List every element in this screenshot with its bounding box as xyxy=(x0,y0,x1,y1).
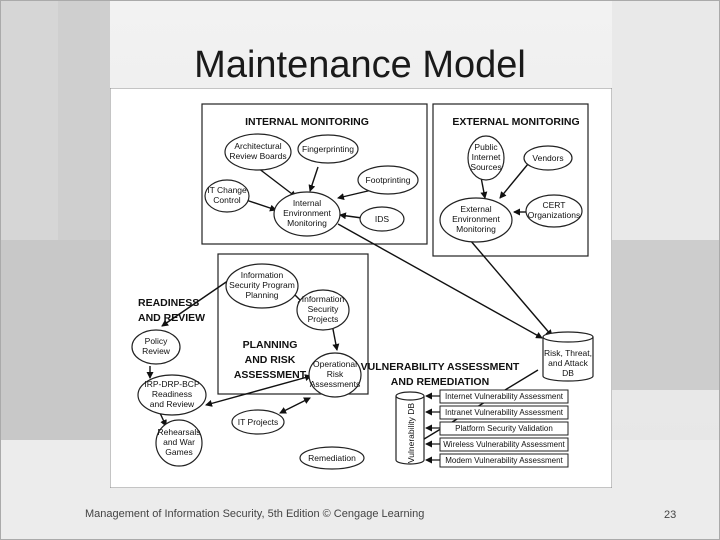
node-label: Sources xyxy=(470,162,501,172)
node-rehearsals: Rehearsals and War Games xyxy=(155,419,203,467)
node-label: IT Change xyxy=(207,185,247,195)
assessment-row: Modem Vulnerability Assessment xyxy=(425,453,569,468)
node-label: Fingerprinting xyxy=(302,144,354,154)
assessment-label: Wireless Vulnerability Assessment xyxy=(443,440,565,449)
node-label: Organizations xyxy=(528,210,580,220)
node-label: Environment xyxy=(452,214,500,224)
node-remediation: Remediation xyxy=(299,446,365,470)
connector-arrows xyxy=(146,163,553,459)
node-cert-organizations: CERT Organizations xyxy=(525,194,583,228)
assessment-row: Internet Vulnerability Assessment xyxy=(425,389,569,404)
planning-header-line: ASSESSMENT xyxy=(234,369,307,381)
node-infosec-projects: Information Security Projects xyxy=(296,289,350,331)
node-label: External xyxy=(460,204,491,214)
vulnerability-header-line: VULNERABILITY ASSESSMENT xyxy=(361,361,520,373)
node-label: Operational xyxy=(313,359,357,369)
db-label: DB xyxy=(562,368,574,378)
node-label: CERT xyxy=(543,200,566,210)
node-label: Monitoring xyxy=(287,218,327,228)
assessment-row: Platform Security Validation xyxy=(425,421,569,436)
node-label: Games xyxy=(165,447,192,457)
node-public-internet-sources: Public Internet Sources xyxy=(467,135,505,181)
node-ids: IDS xyxy=(359,206,405,232)
readiness-header-line: AND REVIEW xyxy=(138,312,205,324)
assessment-list: Internet Vulnerability Assessment Intran… xyxy=(425,389,569,468)
assessment-label: Platform Security Validation xyxy=(455,424,553,433)
node-architectural-review: Architectural Review Boards xyxy=(224,133,292,171)
node-label: Policy xyxy=(145,336,168,346)
planning-header-line: AND RISK xyxy=(245,354,296,366)
node-label: Review xyxy=(142,346,171,356)
node-label: Internet xyxy=(472,152,501,162)
node-label: Monitoring xyxy=(456,224,496,234)
node-it-change-control: IT Change Control xyxy=(204,179,250,213)
maintenance-model-diagram: INTERNAL MONITORING EXTERNAL MONITORING … xyxy=(110,88,612,488)
node-label: Vendors xyxy=(532,153,563,163)
node-label: IT Projects xyxy=(238,417,278,427)
internal-monitoring-header: INTERNAL MONITORING xyxy=(245,116,369,128)
node-infosec-program-planning: Information Security Program Planning xyxy=(225,263,299,309)
risk-threat-attack-db: Risk, Threat, and Attack DB xyxy=(542,331,594,382)
assessment-label: Intranet Vulnerability Assessment xyxy=(445,408,564,417)
node-it-projects: IT Projects xyxy=(231,409,285,435)
readiness-header: READINESS AND REVIEW xyxy=(138,297,205,324)
node-label: and War xyxy=(163,437,195,447)
node-label: Security Program xyxy=(229,280,295,290)
node-label: Review Boards xyxy=(229,151,286,161)
node-label: Footprinting xyxy=(366,175,411,185)
node-external-environment: External Environment Monitoring xyxy=(439,197,513,243)
node-internal-environment: Internal Environment Monitoring xyxy=(273,191,341,237)
node-label: Projects xyxy=(308,314,339,324)
node-policy-review: Policy Review xyxy=(131,329,181,365)
node-fingerprinting: Fingerprinting xyxy=(297,134,359,164)
assessment-label: Internet Vulnerability Assessment xyxy=(445,392,564,401)
db-label: Vulnerability DB xyxy=(406,403,416,463)
node-label: Risk xyxy=(327,369,344,379)
node-label: Public xyxy=(474,142,498,152)
page-number: 23 xyxy=(664,509,677,521)
vulnerability-header: VULNERABILITY ASSESSMENT AND REMEDIATION xyxy=(361,361,520,388)
assessment-row: Wireless Vulnerability Assessment xyxy=(425,437,569,452)
node-label: Remediation xyxy=(308,453,356,463)
node-label: Security xyxy=(308,304,339,314)
assessment-row: Intranet Vulnerability Assessment xyxy=(425,405,569,420)
node-label: Internal xyxy=(293,198,321,208)
slide-footer: Management of Information Security, 5th … xyxy=(85,508,425,520)
vulnerability-db: Vulnerability DB xyxy=(395,391,425,465)
planning-header-line: PLANNING xyxy=(243,339,298,351)
external-monitoring-header: EXTERNAL MONITORING xyxy=(452,116,579,128)
node-label: Control xyxy=(213,195,241,205)
node-vendors: Vendors xyxy=(523,145,573,171)
node-label: Assessments xyxy=(310,379,361,389)
node-operational-risk: Operational Risk Assessments xyxy=(308,352,362,398)
db-label: and Attack xyxy=(548,358,588,368)
vulnerability-header-line: AND REMEDIATION xyxy=(391,376,489,388)
node-label: Planning xyxy=(245,290,278,300)
node-label: and Review xyxy=(150,399,195,409)
slide-title: Maintenance Model xyxy=(194,44,526,86)
node-label: Readiness xyxy=(152,389,192,399)
node-footprinting: Footprinting xyxy=(357,165,419,195)
node-label: Information xyxy=(241,270,284,280)
assessment-label: Modem Vulnerability Assessment xyxy=(445,456,563,465)
node-label: Architectural xyxy=(234,141,281,151)
node-label: Information xyxy=(302,294,345,304)
node-label: Environment xyxy=(283,208,331,218)
right-building xyxy=(612,240,720,390)
node-irp-drp-bcp: IRP-DRP-BCP Readiness and Review xyxy=(137,374,207,416)
readiness-header-line: READINESS xyxy=(138,297,199,309)
db-label: Risk, Threat, xyxy=(544,348,592,358)
node-label: Rehearsals xyxy=(158,427,201,437)
node-label: IRP-DRP-BCP xyxy=(144,379,200,389)
node-label: IDS xyxy=(375,214,390,224)
